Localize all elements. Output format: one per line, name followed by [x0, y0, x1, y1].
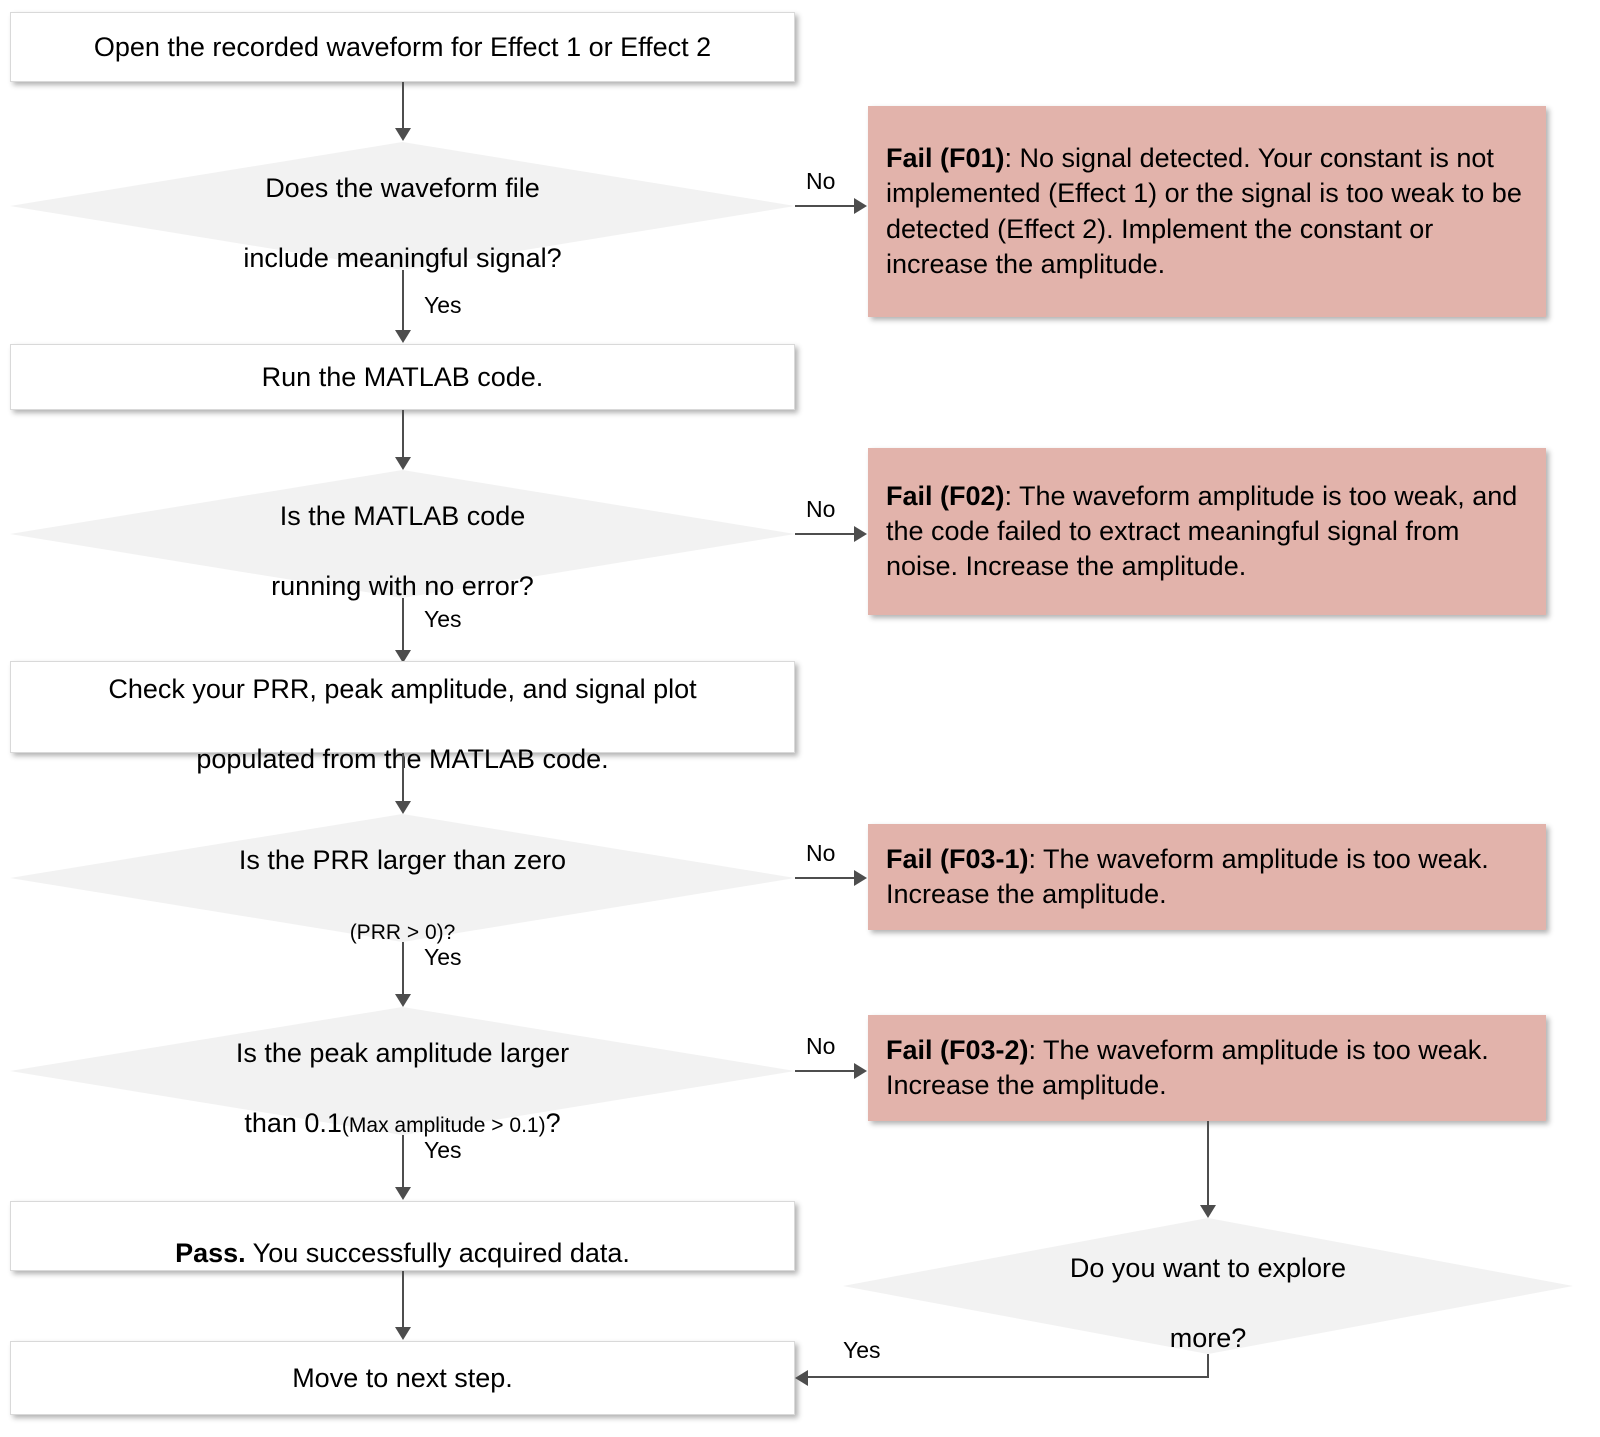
arrowhead-d5-to-next-step	[795, 1370, 808, 1386]
node-decision-peak-line1: Is the peak amplitude larger	[235, 1038, 570, 1069]
arrowhead-d4-to-f03-2	[854, 1063, 867, 1079]
node-decision-prr-line1: Is the PRR larger than zero	[238, 845, 567, 876]
node-decision-prr-greater-zero[interactable]: Is the PRR larger than zero (PRR > 0)?	[10, 814, 795, 944]
fail-box-f03-2-message: : The waveform amplitude is too weak. In…	[886, 1034, 1489, 1100]
connector-start-to-d1	[402, 82, 404, 130]
node-decision-meaningful-signal-line2: include meaningful signal?	[243, 242, 562, 273]
arrowhead-d1-to-run	[395, 330, 411, 343]
node-decision-meaningful-signal-line1: Does the waveform file	[265, 173, 540, 204]
node-decision-prr-line2: (PRR > 0)?	[349, 920, 456, 944]
connector-d2-to-f02	[795, 533, 855, 535]
node-pass[interactable]: Pass. You successfully acquired data.	[10, 1201, 795, 1271]
arrowhead-start-to-d1	[395, 128, 411, 141]
node-pass-bold: Pass.	[175, 1238, 246, 1268]
node-pass-text: Pass. You successfully acquired data.	[161, 1201, 644, 1270]
node-check-prr-line2: populated from the MATLAB code.	[196, 743, 609, 774]
fail-box-f03-1[interactable]: Fail (F03-1): The waveform amplitude is …	[868, 824, 1546, 930]
node-decision-explore-more[interactable]: Do you want to explore more?	[843, 1218, 1573, 1354]
connector-d1-to-run	[402, 270, 404, 332]
arrowhead-pass-to-next	[395, 1327, 411, 1340]
fail-box-f03-2-code: Fail (F03-2)	[886, 1034, 1029, 1065]
fail-box-f03-1-text: Fail (F03-1): The waveform amplitude is …	[868, 842, 1546, 912]
node-decision-meaningful-signal[interactable]: Does the waveform file include meaningfu…	[10, 142, 795, 273]
node-decision-peak-amplitude[interactable]: Is the peak amplitude larger than 0.1(Ma…	[10, 1007, 795, 1138]
arrowhead-d1-to-f01	[854, 198, 867, 214]
node-open-waveform-label: Open the recorded waveform for Effect 1 …	[93, 31, 712, 62]
node-move-next-step[interactable]: Move to next step.	[10, 1341, 795, 1415]
connector-d5-down	[1207, 1354, 1209, 1378]
node-check-prr-peak-plot[interactable]: Check your PRR, peak amplitude, and sign…	[10, 661, 795, 774]
node-decision-matlab-no-error[interactable]: Is the MATLAB code running with no error…	[10, 470, 795, 601]
node-decision-matlab-no-error-line2: running with no error?	[271, 570, 534, 601]
arrowhead-check-to-d3	[395, 801, 411, 814]
fail-box-f01-code: Fail (F01)	[886, 143, 1005, 174]
edge-label-no-1: No	[806, 168, 836, 194]
node-run-matlab-label: Run the MATLAB code.	[261, 361, 544, 392]
arrowhead-f03-2-to-d5	[1200, 1205, 1216, 1218]
arrowhead-d2-to-f02	[854, 526, 867, 542]
node-run-matlab[interactable]: Run the MATLAB code.	[10, 344, 795, 410]
node-move-next-step-label: Move to next step.	[292, 1362, 513, 1393]
arrowhead-d2-to-check	[395, 650, 411, 663]
fail-box-f02-message: : The waveform amplitude is too weak, an…	[886, 480, 1518, 582]
fail-box-f02-code: Fail (F02)	[886, 480, 1005, 511]
edge-label-yes-5: Yes	[843, 1337, 881, 1363]
arrowhead-run-to-d2	[395, 457, 411, 470]
edge-label-yes-3: Yes	[424, 944, 462, 970]
fail-box-f02-text: Fail (F02): The waveform amplitude is to…	[868, 479, 1546, 584]
fail-box-f01-message: : No signal detected. Your constant is n…	[886, 143, 1522, 279]
node-check-prr-line1: Check your PRR, peak amplitude, and sign…	[108, 674, 697, 705]
edge-label-no-4: No	[806, 1033, 836, 1059]
connector-pass-to-next	[402, 1271, 404, 1329]
edge-label-yes-2: Yes	[424, 606, 462, 632]
connector-check-to-d3	[402, 753, 404, 803]
connector-d4-to-pass	[402, 1135, 404, 1189]
arrowhead-d3-to-d4	[395, 994, 411, 1007]
fail-box-f03-2[interactable]: Fail (F03-2): The waveform amplitude is …	[868, 1015, 1546, 1121]
node-decision-peak-line2-suffix: ?	[545, 1107, 561, 1138]
node-open-waveform[interactable]: Open the recorded waveform for Effect 1 …	[10, 12, 795, 82]
connector-d4-to-f03-2	[795, 1070, 855, 1072]
edge-label-yes-4: Yes	[424, 1137, 462, 1163]
node-pass-rest: You successfully acquired data.	[245, 1238, 630, 1268]
node-decision-explore-line1: Do you want to explore	[1069, 1253, 1347, 1284]
edge-label-yes-1: Yes	[424, 292, 462, 318]
node-decision-matlab-no-error-line1: Is the MATLAB code	[279, 501, 526, 532]
fail-box-f01[interactable]: Fail (F01): No signal detected. Your con…	[868, 106, 1546, 317]
fail-box-f01-text: Fail (F01): No signal detected. Your con…	[868, 141, 1546, 281]
edge-label-no-3: No	[806, 840, 836, 866]
node-decision-explore-line2: more?	[1169, 1322, 1247, 1353]
connector-f03-2-to-d5	[1207, 1121, 1209, 1207]
fail-box-f03-1-message: : The waveform amplitude is too weak. In…	[886, 843, 1489, 909]
connector-d2-to-check	[402, 598, 404, 652]
connector-d5-to-next-step	[808, 1376, 1208, 1378]
node-decision-peak-line2-prefix: than 0.1	[244, 1107, 342, 1138]
connector-run-to-d2	[402, 410, 404, 459]
fail-box-f03-2-text: Fail (F03-2): The waveform amplitude is …	[868, 1033, 1546, 1103]
arrowhead-d3-to-f03-1	[854, 870, 867, 886]
connector-d3-to-d4	[402, 942, 404, 996]
fail-box-f02[interactable]: Fail (F02): The waveform amplitude is to…	[868, 448, 1546, 615]
arrowhead-d4-to-pass	[395, 1187, 411, 1200]
node-decision-peak-line2-note: (Max amplitude > 0.1)	[341, 1113, 546, 1137]
edge-label-no-2: No	[806, 496, 836, 522]
connector-d1-to-f01	[795, 205, 855, 207]
fail-box-f03-1-code: Fail (F03-1)	[886, 843, 1029, 874]
connector-d3-to-f03-1	[795, 877, 855, 879]
